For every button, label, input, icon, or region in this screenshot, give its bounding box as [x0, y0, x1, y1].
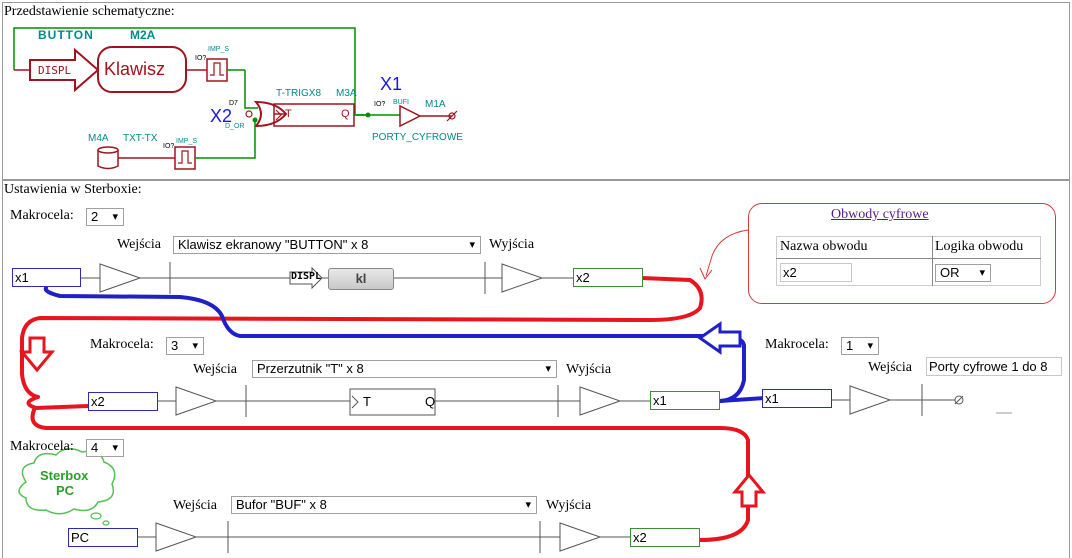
- macro4-label: Makrocela:: [10, 439, 74, 454]
- schematic-t-trig-label: T-TRIGX8: [276, 88, 322, 99]
- cloud-line1: Sterbox: [40, 468, 89, 483]
- macro4-input-select[interactable]: Bufor "BUF" x 8: [231, 496, 537, 514]
- schematic-porty-label: PORTY_CYFROWE: [372, 132, 463, 143]
- digital-table-divider: [932, 236, 933, 286]
- settings-section-label: Ustawienia w Sterboxie:: [4, 182, 142, 197]
- macro4-inputs-label: Wejścia: [173, 498, 217, 513]
- schematic-bufi-label: BUFI: [393, 99, 409, 106]
- schematic-x1-label: X1: [380, 74, 403, 94]
- schematic-x2-label: X2: [210, 106, 233, 126]
- schematic-displ-text: DISPL: [38, 64, 72, 77]
- schematic-imp-s2-label: IMP_S: [176, 138, 198, 145]
- macro1-in-field[interactable]: x1: [762, 389, 832, 408]
- schematic-io1-label: IO?: [195, 55, 207, 62]
- macro2-in-field[interactable]: x1: [12, 268, 81, 287]
- settings-panel: [2, 180, 1070, 558]
- macro4-in-field[interactable]: PC: [68, 528, 138, 547]
- schematic-txt-tx-label: TXT-TX: [123, 133, 158, 144]
- macro1-input-field[interactable]: Porty cyfrowe 1 do 8: [926, 357, 1062, 376]
- macro3-input-select[interactable]: Przerzutnik "T" x 8: [252, 360, 557, 378]
- digital-circuits-callout: [748, 203, 1056, 304]
- digital-table-header-line: [776, 258, 1041, 259]
- digital-row-logic-select[interactable]: OR: [935, 264, 991, 282]
- digital-table: [776, 236, 1041, 286]
- digital-row-name-field[interactable]: x2: [780, 263, 852, 282]
- macro2-input-select[interactable]: Klawisz ekranowy "BUTTON" x 8: [173, 236, 481, 254]
- schematic-imp-s1-label: IMP_S: [208, 46, 230, 53]
- macro2-inputs-label: Wejścia: [117, 237, 161, 252]
- macro3-inputs-label: Wejścia: [193, 362, 237, 377]
- macro3-number-select[interactable]: 3: [166, 337, 204, 355]
- schematic-io3-label: IO?: [163, 143, 175, 150]
- macro3-ff-q: Q: [425, 394, 436, 409]
- digital-circuits-link[interactable]: Obwody cyfrowe: [831, 207, 929, 222]
- macro4-outputs-label: Wyjścia: [546, 498, 592, 513]
- schematic-m3a-label: M3A: [336, 88, 357, 99]
- schematic-klawisz-text: Klawisz: [104, 59, 166, 79]
- macro3-out-field[interactable]: x1: [650, 391, 720, 410]
- schematic-io2-label: IO?: [374, 101, 386, 108]
- cloud-shape: [18, 447, 116, 515]
- macro2-label: Makrocela:: [10, 208, 74, 223]
- schematic-section-label: Przedstawienie schematyczne:: [4, 4, 175, 19]
- macro4-out-field[interactable]: x2: [630, 528, 700, 547]
- schematic-ff-t: T: [285, 108, 292, 120]
- macro3-ff-t: T: [363, 394, 371, 409]
- macro2-displ-text: DISPL: [291, 271, 322, 282]
- cloud-line2: PC: [56, 483, 75, 498]
- macro2-kl-button[interactable]: kl: [328, 268, 394, 290]
- macro1-label: Makrocela:: [765, 337, 829, 352]
- macro3-in-field[interactable]: x2: [88, 392, 158, 411]
- schematic-m2a-label: M2A: [130, 28, 156, 42]
- schematic-ff-q: Q: [341, 108, 350, 120]
- macro4-number-select[interactable]: 4: [86, 439, 124, 457]
- macro1-inputs-label: Wejścia: [868, 360, 912, 375]
- digital-col-name: Nazwa obwodu: [780, 239, 868, 254]
- schematic-m1a-label: M1A: [425, 99, 446, 110]
- schematic-panel: [2, 2, 1070, 180]
- macro2-number-select[interactable]: 2: [86, 208, 124, 226]
- macro2-out-field[interactable]: x2: [573, 268, 643, 287]
- displ-arrow-shape: [29, 47, 100, 93]
- macro3-outputs-label: Wyjścia: [566, 362, 612, 377]
- digital-col-logic: Logika obwodu: [935, 239, 1024, 254]
- schematic-d7-label: D7: [229, 100, 238, 107]
- macro2-outputs-label: Wyjścia: [489, 237, 535, 252]
- macro3-label: Makrocela:: [90, 337, 154, 352]
- schematic-button-label: BUTTON: [38, 28, 94, 42]
- schematic-m4a-label: M4A: [88, 133, 109, 144]
- macro1-number-select[interactable]: 1: [841, 337, 879, 355]
- schematic-d-or-label: D_OR: [225, 123, 245, 130]
